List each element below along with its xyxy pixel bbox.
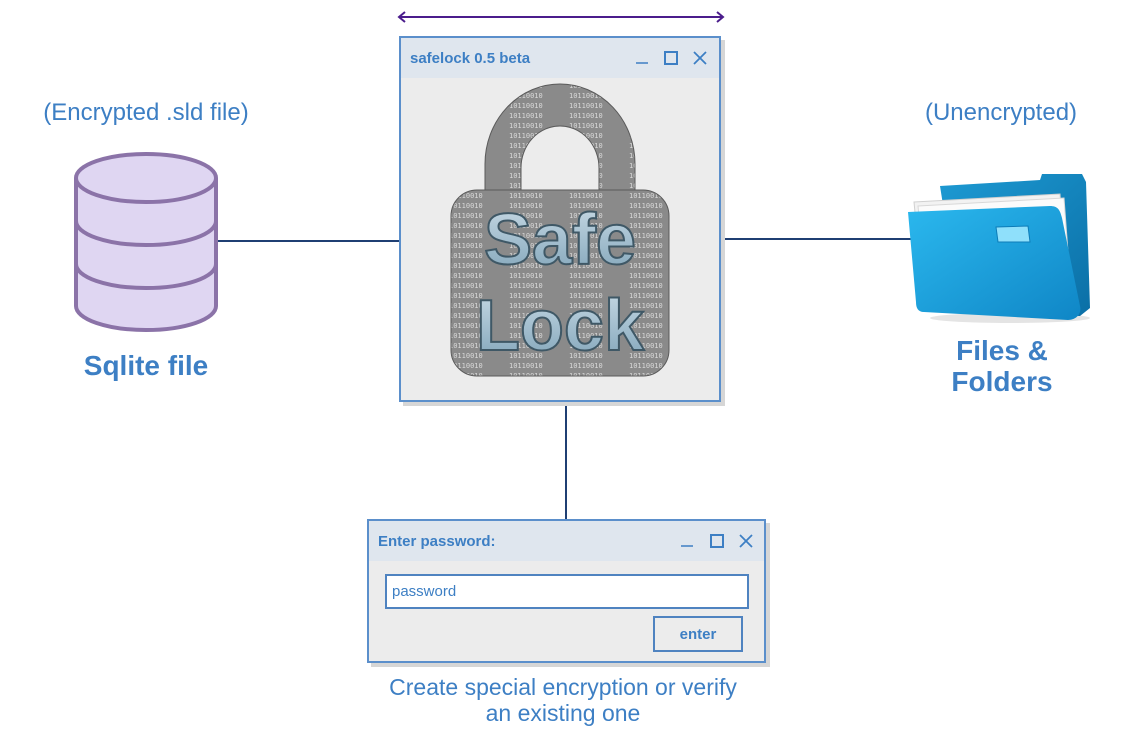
files-folders-label-line1: Files &	[956, 335, 1048, 366]
unencrypted-caption: (Unencrypted)	[924, 99, 1078, 126]
minimize-icon[interactable]	[634, 50, 650, 66]
maximize-icon[interactable]	[663, 50, 679, 66]
database-icon	[74, 152, 218, 332]
bottom-caption-line1: Create special encryption or verify	[389, 674, 737, 700]
bottom-caption: Create special encryption or verify an e…	[343, 674, 783, 727]
close-icon[interactable]	[738, 533, 754, 549]
password-dialog-titlebar[interactable]: Enter password:	[369, 521, 764, 561]
logo-lock-text: Lock	[476, 286, 645, 366]
main-window-titlebar[interactable]: safelock 0.5 beta	[401, 38, 719, 78]
safelock-main-window: safelock 0.5 beta 10110010 Safe Lock	[399, 36, 721, 402]
enter-button[interactable]: enter	[653, 616, 743, 652]
maximize-icon[interactable]	[709, 533, 725, 549]
password-dialog-title: Enter password:	[378, 533, 496, 550]
lock-shackle	[484, 83, 636, 203]
bottom-caption-line2: an existing one	[485, 700, 641, 727]
files-folders-label-line2: Folders	[951, 366, 1053, 398]
minimize-icon[interactable]	[679, 533, 695, 549]
folder-icon	[908, 174, 1090, 323]
logo-safe-text: Safe	[484, 200, 636, 280]
password-dialog: Enter password: enter	[367, 519, 766, 663]
sqlite-file-label: Sqlite file	[83, 350, 209, 381]
close-icon[interactable]	[692, 50, 708, 66]
lock-body	[450, 189, 670, 377]
safelock-logo: 10110010 Safe Lock	[450, 83, 670, 377]
files-folders-label: Files & Folders	[902, 335, 1102, 398]
password-input[interactable]	[385, 574, 749, 609]
width-arrow	[397, 11, 725, 23]
encrypted-caption: (Encrypted .sld file)	[43, 99, 249, 126]
main-window-title: safelock 0.5 beta	[410, 50, 531, 67]
